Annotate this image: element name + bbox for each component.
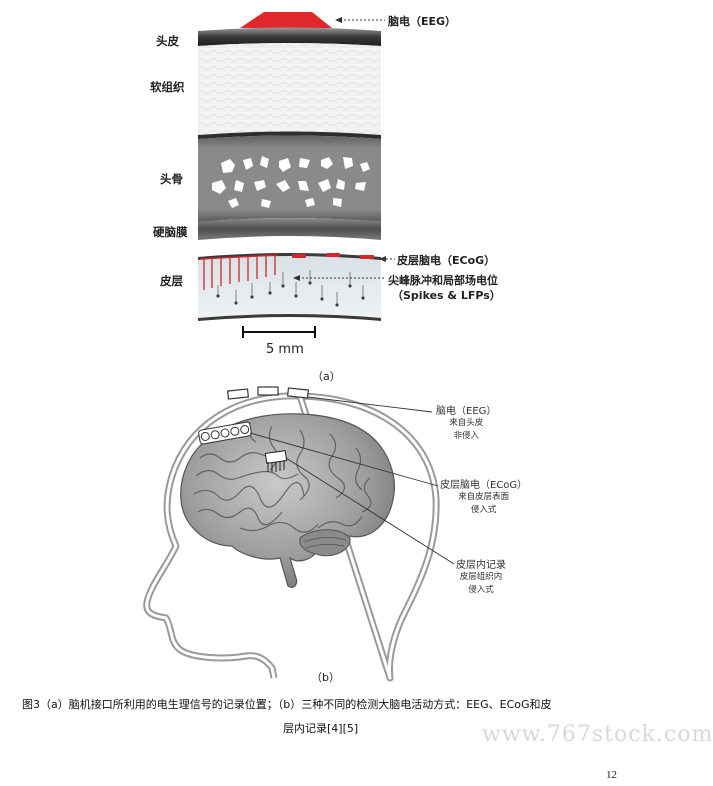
figure-caption-line1: 图3（a）脑机接口所利用的电生理信号的记录位置；（b）三种不同的检测大脑电活动方…	[22, 698, 552, 711]
soft-tissue-layer	[198, 43, 381, 135]
ecog-info: 皮层脑电（ECoG） 来自皮层表面 侵入式	[440, 476, 527, 517]
ecog-grid	[198, 421, 252, 445]
eeg-info: 脑电（EEG） 来自头皮 非侵入	[436, 402, 496, 443]
ecog-electrodes	[292, 253, 374, 259]
cortex-layer	[198, 255, 381, 318]
microelectrode-array	[199, 254, 279, 290]
bone-pores	[212, 156, 370, 208]
intracortical-info: 皮层内记录 皮层组织内 侵入式	[456, 556, 506, 597]
leader-lines-b	[249, 396, 455, 565]
figure-caption-line2: 层内记录[4][5]	[283, 722, 359, 735]
intracortical-info-title: 皮层内记录	[456, 560, 506, 571]
ecog-callout: 皮层脑电（ECoG）	[397, 254, 496, 267]
scale-label: 5 mm	[266, 342, 304, 357]
layer-cross-section-diagram	[198, 12, 395, 338]
eeg-electrode	[240, 12, 332, 28]
subfigure-label-b: （b）	[311, 671, 340, 684]
eeg-info-line2: 非侵入	[453, 431, 479, 441]
eeg-scalp-electrodes	[226, 386, 310, 400]
figure-a: 头皮 软组织 头骨 硬脑膜 皮层 脑电（EEG） 皮层脑电（ECoG） 尖峰脉冲…	[0, 0, 691, 390]
layer-label-soft-tissue: 软组织	[150, 80, 185, 94]
subfigure-label-a: （a）	[312, 370, 341, 383]
layer-label-scalp: 头皮	[156, 34, 179, 48]
intracortical-array	[264, 450, 288, 472]
eeg-callout: 脑电（EEG）	[388, 15, 457, 28]
layer-label-dura: 硬脑膜	[153, 225, 188, 239]
scalp-layer	[198, 27, 381, 46]
ecog-info-title: 皮层脑电（ECoG）	[440, 480, 528, 491]
leader-lines-a	[298, 19, 395, 279]
eeg-info-line1: 来自头皮	[449, 418, 484, 428]
layer-label-skull: 头骨	[160, 172, 183, 186]
watermark: www.767stock.com	[482, 722, 713, 747]
ecog-info-line2: 侵入式	[470, 505, 497, 515]
spikes-callout-line2: （Spikes & LFPs）	[392, 289, 501, 302]
layer-label-cortex: 皮层	[160, 274, 183, 288]
eeg-info-title: 脑电（EEG）	[436, 406, 497, 417]
head-brain-diagram	[143, 386, 455, 682]
figure-b: 脑电（EEG） 来自头皮 非侵入 皮层脑电（ECoG） 来自皮层表面 侵入式 皮…	[0, 378, 691, 682]
neurons	[216, 270, 365, 307]
skull-layer	[198, 135, 381, 222]
spikes-callout-line1: 尖峰脉冲和局部场电位	[388, 274, 498, 287]
intracortical-info-line1: 皮层组织内	[459, 572, 503, 582]
ecog-info-line1: 来自皮层表面	[458, 492, 510, 502]
page-number: 12	[606, 769, 617, 781]
dura-layer	[198, 218, 381, 240]
intracortical-info-line2: 侵入式	[468, 585, 494, 595]
scale-bar	[242, 326, 316, 338]
